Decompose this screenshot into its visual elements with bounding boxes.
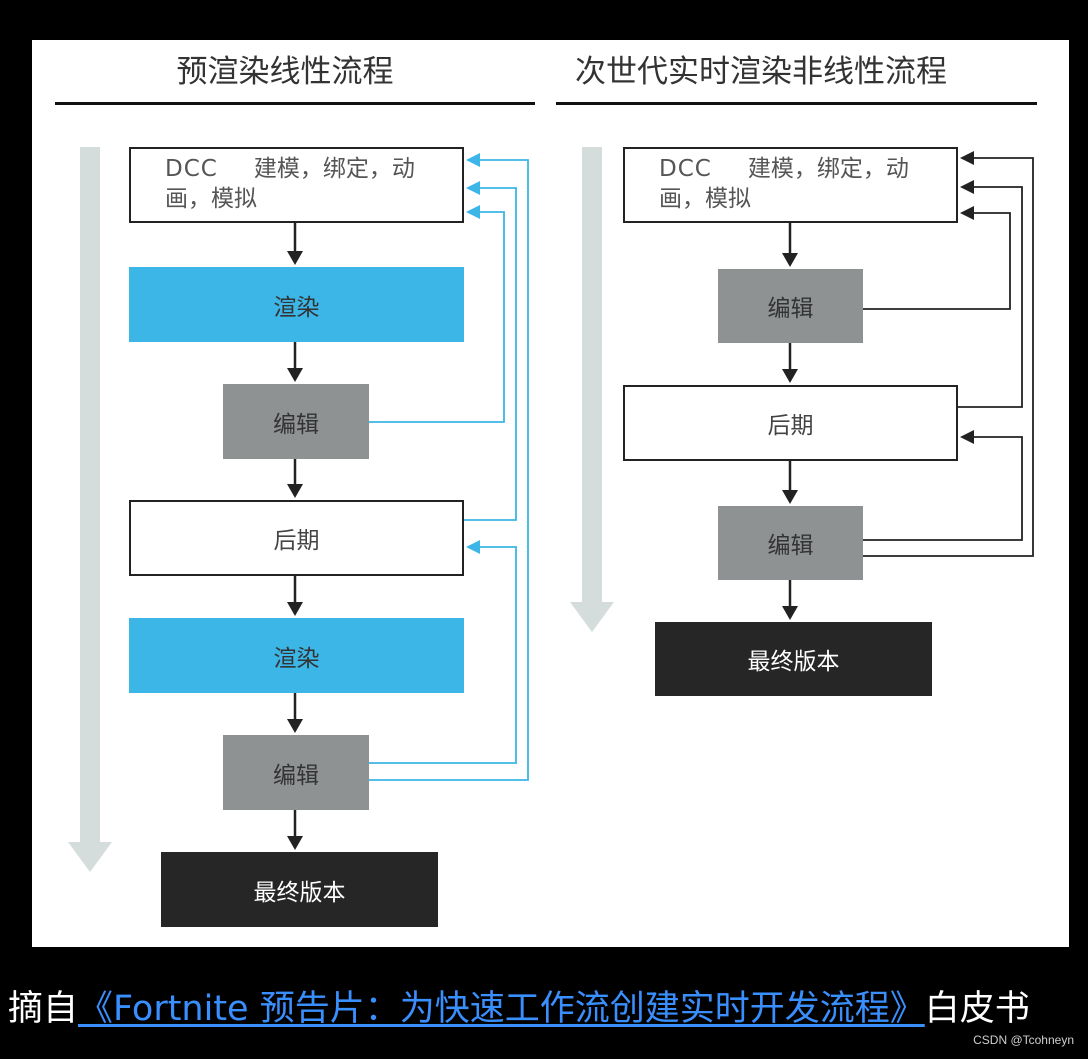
left-title-rule <box>55 102 535 105</box>
right-step-edit-2: 编辑 <box>718 506 863 580</box>
right-title-rule <box>556 102 1037 105</box>
right-dcc-label: DCC <box>659 156 712 182</box>
right-step-post: 后期 <box>623 385 958 461</box>
watermark: CSDN @Tcohneyn <box>973 1033 1074 1047</box>
left-flow-title: 预渲染线性流程 <box>176 54 394 90</box>
left-step-render-2: 渲染 <box>129 618 464 693</box>
left-dcc-label: DCC <box>165 156 218 182</box>
right-flow-title: 次世代实时渲染非线性流程 <box>575 54 947 90</box>
left-step-render-1: 渲染 <box>129 267 464 342</box>
right-step-edit-1: 编辑 <box>718 269 863 343</box>
source-caption: 摘自《Fortnite 预告片：为快速工作流创建实时开发流程》白皮书 <box>8 986 1030 1032</box>
caption-suffix: 白皮书 <box>924 989 1030 1029</box>
left-step-post: 后期 <box>129 500 464 576</box>
right-final-version: 最终版本 <box>655 622 932 696</box>
left-final-version: 最终版本 <box>161 852 438 927</box>
whitepaper-link[interactable]: 《Fortnite 预告片：为快速工作流创建实时开发流程》 <box>78 989 925 1029</box>
caption-prefix: 摘自 <box>8 989 79 1029</box>
left-step-edit-1: 编辑 <box>223 384 369 459</box>
left-step-edit-2: 编辑 <box>223 735 369 810</box>
